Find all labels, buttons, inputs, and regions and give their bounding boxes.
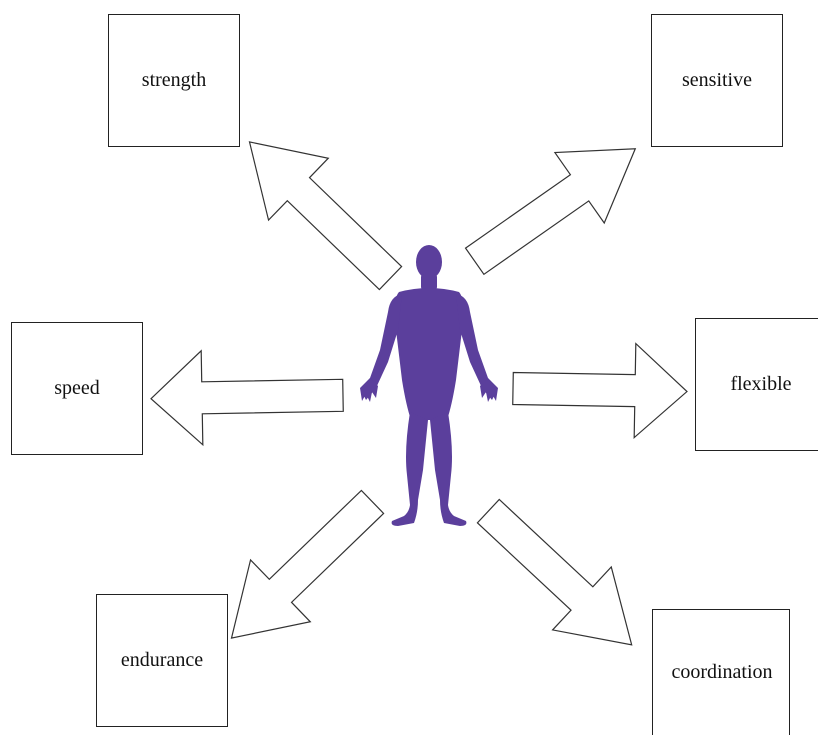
- arrows-group: [150, 141, 688, 646]
- box-endurance: endurance: [96, 594, 228, 727]
- human-silhouette-icon: [360, 245, 498, 526]
- arrow-to-strength-icon: [248, 141, 403, 291]
- box-speed: speed: [11, 322, 143, 455]
- arrow-to-flexible-icon: [512, 342, 688, 439]
- box-strength: strength: [108, 14, 240, 147]
- arrow-to-sensitive-icon: [464, 148, 637, 276]
- box-flexible: flexible: [695, 318, 818, 451]
- label-sensitive: sensitive: [682, 69, 752, 91]
- label-speed: speed: [54, 377, 100, 399]
- box-coordination: coordination: [652, 609, 790, 735]
- arrow-to-speed-icon: [150, 349, 344, 447]
- label-strength: strength: [141, 69, 207, 91]
- label-flexible: flexible: [730, 373, 792, 395]
- label-endurance: endurance: [120, 649, 204, 671]
- box-sensitive: sensitive: [651, 14, 783, 147]
- arrow-to-coordination-icon: [476, 498, 633, 646]
- arrow-to-endurance-icon: [230, 489, 385, 639]
- label-coordination: coordination: [671, 661, 773, 683]
